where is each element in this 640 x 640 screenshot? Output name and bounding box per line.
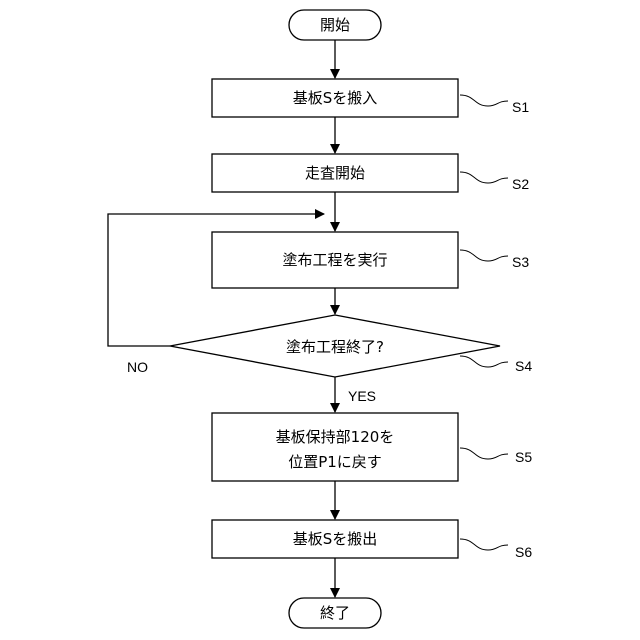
step-s5-box: 基板保持部120を 位置P1に戻す: [212, 413, 458, 481]
step-s5-text-line1: 基板保持部120を: [276, 428, 395, 446]
start-terminal: 開始: [289, 10, 381, 40]
step-s6-text: 基板Sを搬出: [293, 530, 378, 548]
step-s4-text: 塗布工程終了?: [286, 338, 384, 356]
step-s2-box: 走査開始: [212, 154, 458, 192]
leader-s2: [460, 172, 508, 183]
step-label-s1: S1: [512, 99, 529, 115]
no-label: NO: [127, 359, 148, 375]
step-s3-text: 塗布工程を実行: [282, 251, 387, 269]
leader-s3: [460, 250, 508, 261]
leader-s5: [460, 448, 508, 459]
step-label-s4: S4: [515, 358, 532, 374]
step-label-s5: S5: [515, 449, 532, 465]
end-terminal: 終了: [289, 598, 381, 628]
step-s4-decision: 塗布工程終了?: [170, 315, 500, 377]
step-label-s2: S2: [512, 176, 529, 192]
step-s2-text: 走査開始: [305, 164, 365, 182]
yes-label: YES: [348, 388, 376, 404]
leader-s6: [460, 539, 508, 550]
end-label: 終了: [320, 604, 350, 622]
step-s6-box: 基板Sを搬出: [212, 520, 458, 558]
step-s5-text-line2: 位置P1に戻す: [288, 453, 382, 471]
step-s1-text: 基板Sを搬入: [293, 89, 378, 107]
step-s3-box: 塗布工程を実行: [212, 232, 458, 288]
leader-s1: [460, 95, 508, 106]
step-label-s3: S3: [512, 254, 529, 270]
start-label: 開始: [320, 16, 350, 34]
step-label-s6: S6: [515, 544, 532, 560]
step-s1-box: 基板Sを搬入: [212, 79, 458, 117]
leader-s4: [460, 356, 508, 367]
